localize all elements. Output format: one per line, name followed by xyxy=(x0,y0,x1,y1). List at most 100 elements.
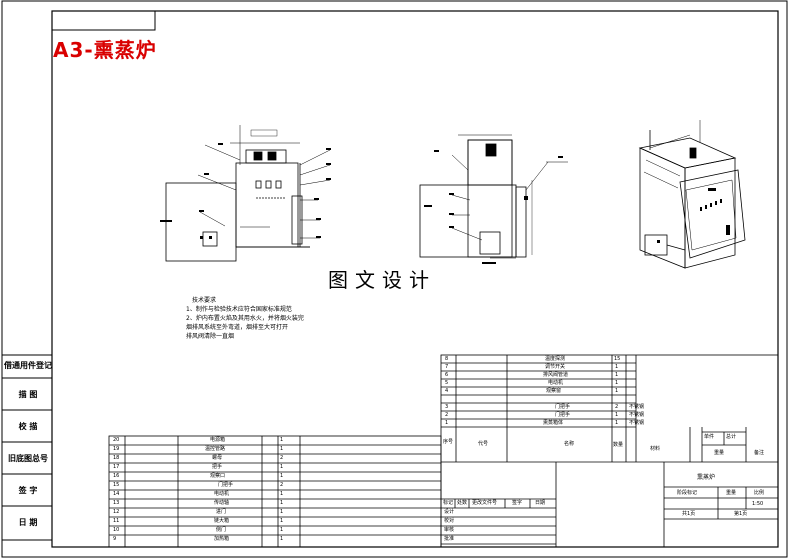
side-view-callout-marks xyxy=(424,150,563,264)
rev-header: 标记 xyxy=(443,500,454,506)
rev-header: 签字 xyxy=(512,500,523,506)
bom-name: 观察窗 xyxy=(546,388,562,394)
rev-header: 处数 xyxy=(457,500,468,506)
bom-qty: 1 xyxy=(280,536,284,542)
bom-qty: 1 xyxy=(280,491,284,497)
bom-no: 9 xyxy=(113,536,117,542)
bom-name: 门把手 xyxy=(555,412,571,418)
bom-qty: 1 xyxy=(280,464,284,470)
isometric-view-details xyxy=(657,188,730,243)
bom-qty: 1 xyxy=(615,388,619,394)
bom-no: 5 xyxy=(445,380,449,386)
bom-name: 门把手 xyxy=(218,482,234,488)
bom-name: 调节开关 xyxy=(545,364,566,370)
role-label: 批准 xyxy=(444,536,455,542)
technical-notes: 技术要求 1、制作与检验技术应符合国家标准规范 2、炉内布置火焰及其用水火，并将… xyxy=(186,296,396,341)
bom-no: 18 xyxy=(113,455,120,461)
bom-header-unit-weight: 单件 xyxy=(704,434,715,440)
side-label: 描 图 xyxy=(18,390,38,399)
bom-right-grid xyxy=(440,354,779,548)
bom-name: 电动机 xyxy=(548,380,564,386)
bom-qty: 1 xyxy=(280,446,284,452)
title-block-grid xyxy=(441,462,778,547)
scale-value: 1:50 xyxy=(752,501,764,507)
scale-label: 比例 xyxy=(754,490,765,496)
side-label: 签 字 xyxy=(18,486,38,495)
bom-qty: 1 xyxy=(615,420,619,426)
side-label: 借通用件登记 xyxy=(4,361,52,370)
bom-no: 13 xyxy=(113,500,120,506)
bom-qty: 1 xyxy=(280,518,284,524)
bom-qty: 2 xyxy=(615,404,619,410)
bom-header-code: 代号 xyxy=(478,441,489,447)
bom-header-weight: 重量 xyxy=(714,450,725,456)
bom-material: 不锈钢 xyxy=(629,420,645,426)
bom-no: 14 xyxy=(113,491,120,497)
bom-name: 门把手 xyxy=(555,404,571,410)
rev-header: 更改文件号 xyxy=(472,500,498,506)
watermark-text: 图文设计 xyxy=(328,268,436,292)
bom-no: 10 xyxy=(113,527,120,533)
bom-no: 19 xyxy=(113,446,120,452)
sheet-number: 第1页 xyxy=(734,511,748,517)
bom-no: 8 xyxy=(445,356,449,362)
bom-header-qty: 数量 xyxy=(613,442,624,448)
bom-no: 1 xyxy=(445,420,449,426)
bom-no: 11 xyxy=(113,518,120,524)
bom-qty: 1 xyxy=(280,500,284,506)
bom-name: 侧门 xyxy=(216,527,227,533)
notes-line: 排风阀清除一直烟 xyxy=(186,333,235,340)
front-view-callout-marks xyxy=(160,143,331,239)
bom-name: 传动轴 xyxy=(214,500,230,506)
bom-name: 把手 xyxy=(212,464,223,470)
bom-qty: 1 xyxy=(280,437,284,443)
role-label: 设计 xyxy=(444,509,455,515)
bom-qty: 1 xyxy=(615,364,619,370)
bom-no: 16 xyxy=(113,473,120,479)
notes-line: 2、炉内布置火焰及其用水火，并将烟火装完 xyxy=(186,315,304,322)
notes-heading: 技术要求 xyxy=(192,297,217,304)
bom-header-name: 名称 xyxy=(564,441,575,447)
bom-name: 电动机 xyxy=(214,491,230,497)
bom-no: 4 xyxy=(445,388,449,394)
notes-line: 1、制作与检验技术应符合国家标准规范 xyxy=(186,306,292,313)
front-view xyxy=(165,125,331,262)
bom-qty: 2 xyxy=(280,455,284,461)
bom-name: 电源箱 xyxy=(210,437,226,443)
bom-name: 进门 xyxy=(216,509,227,515)
drawing-title: A3-熏蒸炉 xyxy=(53,38,157,62)
bom-header-total-weight: 总计 xyxy=(726,434,737,440)
bom-name: 温度探测 xyxy=(545,356,566,362)
bom-qty: 1 xyxy=(280,473,284,479)
bom-no: 3 xyxy=(445,404,449,410)
sheets-total: 共1页 xyxy=(682,511,696,517)
bom-no: 12 xyxy=(113,509,120,515)
bom-left-grid xyxy=(108,435,442,548)
role-label: 审核 xyxy=(444,527,455,533)
bom-name: 排风阀管道 xyxy=(543,372,569,378)
bom-material: 不锈钢 xyxy=(629,412,645,418)
bom-qty: 15 xyxy=(614,356,621,362)
bom-qty: 1 xyxy=(280,527,284,533)
role-label: 校对 xyxy=(444,518,455,524)
bom-name: 温控管路 xyxy=(205,446,226,452)
bom-qty: 1 xyxy=(615,380,619,386)
rev-header: 日期 xyxy=(535,500,546,506)
side-label: 校 描 xyxy=(18,422,38,431)
side-view xyxy=(419,134,568,259)
isometric-view xyxy=(638,120,746,269)
bom-no: 20 xyxy=(113,437,120,443)
side-label: 旧底图总号 xyxy=(8,454,48,463)
bom-no: 6 xyxy=(445,372,449,378)
bom-no: 17 xyxy=(113,464,120,470)
bom-name: 熏蒸箱体 xyxy=(543,420,564,426)
side-label: 日 期 xyxy=(18,518,38,527)
bom-qty: 1 xyxy=(615,412,619,418)
bom-no: 15 xyxy=(113,482,120,488)
bom-name: 观察口 xyxy=(210,473,226,479)
bom-header-remark: 备注 xyxy=(754,450,765,456)
bom-material: 不锈钢 xyxy=(629,404,645,410)
bom-qty: 2 xyxy=(280,482,284,488)
bom-header-material: 材料 xyxy=(650,446,661,452)
